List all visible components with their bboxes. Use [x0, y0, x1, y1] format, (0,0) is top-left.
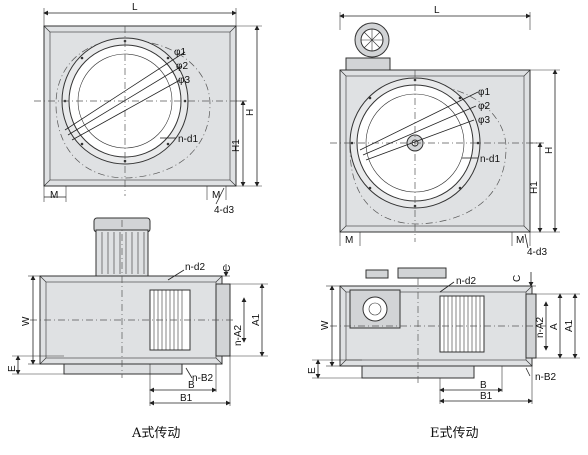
svg-text:M: M [212, 190, 220, 201]
e-side-dim-nB2: n-B2 [535, 372, 557, 383]
e-front-dim-phi1: φ1 [478, 87, 490, 98]
a-side-dim-B1: B1 [180, 393, 193, 404]
a-front-dim-L: L [132, 2, 138, 13]
e-front-view: L φ1 φ2 φ3 [330, 5, 560, 258]
e-side-belt-guard [397, 267, 447, 279]
a-side-dim-W: W [21, 316, 32, 326]
a-side-dim-C: C [222, 265, 233, 272]
a-side-dim-A1: A1 [251, 313, 262, 326]
caption-a-drive: A式传动 [131, 426, 180, 441]
caption-e-drive: E式传动 [430, 426, 479, 441]
e-side-dim-E: E [307, 367, 318, 374]
e-front-dim-H: H [544, 147, 555, 154]
a-side-dim-nA2: n-A2 [233, 324, 244, 346]
a-side-dim-B: B [188, 380, 195, 391]
a-side-dim-E: E [7, 365, 18, 372]
a-front-dim-phi3: φ3 [178, 75, 190, 86]
a-front-dim-H1: H1 [231, 139, 242, 152]
svg-text:M: M [516, 235, 524, 246]
a-front-dim-phi2: φ2 [176, 61, 188, 72]
e-front-dim-nd1: n-d1 [480, 154, 500, 165]
e-side-dim-A: A [549, 323, 560, 330]
e-side-dim-B: B [480, 380, 487, 391]
e-front-dim-L: L [434, 5, 440, 16]
a-front-dim-M: M [50, 190, 58, 201]
e-side-view: n-d2 C W n-A2 A A1 E B n-B2 B1 [307, 267, 580, 404]
a-front-dim-H: H [245, 109, 256, 116]
e-side-dim-A1: A1 [564, 319, 575, 332]
e-side-impeller [439, 295, 485, 353]
e-side-dim-nA2: n-A2 [535, 316, 546, 338]
a-side-dim-nB2: n-B2 [192, 373, 214, 384]
e-side-dim-C: C [512, 275, 523, 282]
e-front-motor-base [345, 57, 391, 71]
e-side-dim-nd2: n-d2 [456, 276, 476, 287]
e-front-dim-phi3: φ3 [478, 115, 490, 126]
e-side-pulley [365, 269, 389, 279]
a-front-dim-d3: 4-d3 [214, 205, 234, 216]
e-front-dim-H1: H1 [529, 181, 540, 194]
a-front-view: L φ1 φ2 φ3 n-d1 [34, 2, 262, 216]
e-front-dim-M: M [345, 235, 353, 246]
e-front-dim-d3: 4-d3 [527, 247, 547, 258]
e-side-dim-B1: B1 [480, 391, 493, 402]
a-side-view: n-d2 C W n-A2 A1 E n-B2 B B1 [7, 217, 268, 406]
e-side-dim-W: W [320, 320, 331, 330]
e-front-dim-phi2: φ2 [478, 101, 490, 112]
a-side-base [63, 363, 183, 375]
a-side-dim-nd2: n-d2 [185, 262, 205, 273]
a-front-dim-phi1: φ1 [174, 47, 186, 58]
a-front-dim-nd1: n-d1 [178, 134, 198, 145]
